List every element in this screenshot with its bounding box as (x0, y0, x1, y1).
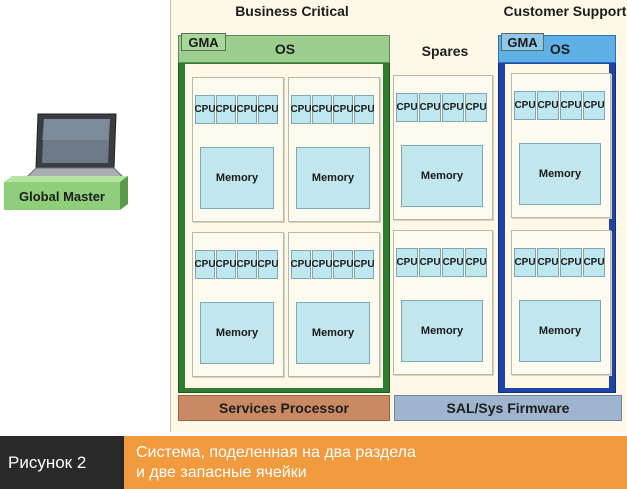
business-critical-header: Business Critical (235, 3, 349, 19)
cpu-chip: CPU (332, 250, 354, 279)
global-master-box: Global Master (4, 176, 128, 214)
spares-header: Spares (421, 43, 469, 59)
support-os-label: OS (549, 41, 571, 57)
memory-block: Memory (519, 143, 601, 205)
business-os-label: OS (274, 41, 296, 57)
laptop-icon (14, 110, 132, 210)
customer-support-header: Customer Support (503, 3, 627, 19)
support-gma-badge: GMA (501, 33, 544, 51)
cpu-chip: CPU (194, 250, 216, 279)
cpu-chip: CPU (353, 95, 375, 124)
cpu-chip: CPU (311, 250, 333, 279)
memory-block: Memory (401, 300, 483, 362)
memory-block: Memory (296, 147, 370, 209)
global-master-label: Global Master (19, 188, 105, 204)
cpu-chip: CPU (396, 93, 418, 122)
cpu-chip: CPU (396, 248, 418, 277)
memory-block: Memory (200, 302, 274, 364)
cpu-chip: CPU (514, 91, 536, 120)
cpu-chip: CPU (442, 248, 464, 277)
figure-caption-line-2: и две запасные ячейки (136, 464, 307, 481)
cpu-chip: CPU (442, 93, 464, 122)
cpu-chip: CPU (419, 93, 441, 122)
memory-block: Memory (296, 302, 370, 364)
figure-label: Рисунок 2 (0, 436, 124, 489)
cpu-chip: CPU (290, 250, 312, 279)
sal-sys-firmware-bar: SAL/Sys Firmware (394, 395, 622, 421)
services-processor-bar: Services Processor (178, 395, 390, 421)
cpu-chip: CPU (332, 95, 354, 124)
memory-block: Memory (200, 147, 274, 209)
cpu-chip: CPU (215, 250, 237, 279)
cpu-chip: CPU (583, 91, 605, 120)
cpu-chip: CPU (560, 248, 582, 277)
memory-block: Memory (519, 300, 601, 362)
cpu-chip: CPU (236, 95, 258, 124)
cpu-chip: CPU (537, 248, 559, 277)
cpu-chip: CPU (537, 91, 559, 120)
cpu-chip: CPU (257, 250, 279, 279)
cpu-chip: CPU (583, 248, 605, 277)
cpu-chip: CPU (311, 95, 333, 124)
cpu-chip: CPU (257, 95, 279, 124)
cpu-chip: CPU (353, 250, 375, 279)
cpu-chip: CPU (514, 248, 536, 277)
cpu-chip: CPU (465, 248, 487, 277)
cpu-chip: CPU (465, 93, 487, 122)
cpu-chip: CPU (290, 95, 312, 124)
cpu-chip: CPU (215, 95, 237, 124)
cpu-chip: CPU (560, 91, 582, 120)
cpu-chip: CPU (419, 248, 441, 277)
figure-caption-line-1: Система, поделенная на два раздела (136, 444, 416, 461)
figure-caption: Система, поделенная на два раздела и две… (124, 436, 627, 489)
memory-block: Memory (401, 145, 483, 207)
cpu-chip: CPU (194, 95, 216, 124)
business-gma-badge: GMA (181, 33, 226, 51)
cpu-chip: CPU (236, 250, 258, 279)
